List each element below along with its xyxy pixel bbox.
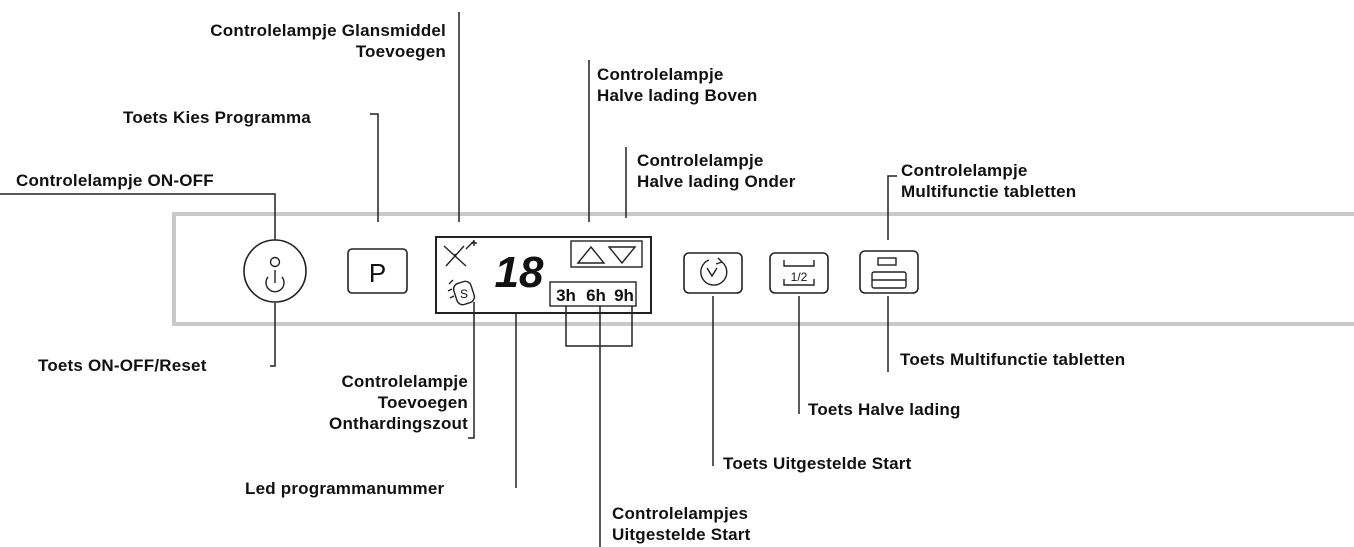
delay-hours-indicator: 3h 6h 9h [549, 281, 637, 307]
label-salt-lamp: Controlelampje Toevoegen Onthardingszout [268, 371, 468, 434]
label-salt-line3: Onthardingszout [329, 414, 468, 433]
program-button[interactable]: P [347, 248, 408, 294]
label-salt-line1: Controlelampje [341, 372, 468, 391]
label-delay-lamps-line1: Controlelampjes [612, 504, 749, 523]
label-half-bottom-line2: Halve lading Onder [637, 172, 796, 191]
label-rinse-aid-line1: Controlelampje Glansmiddel [210, 21, 446, 40]
label-multi-tablet-lamp: Controlelampje Multifunctie tabletten [901, 160, 1076, 202]
label-rinse-aid-line2: Toevoegen [355, 42, 446, 61]
label-multi-tablet-key: Toets Multifunctie tabletten [900, 350, 1126, 369]
control-panel-outline [172, 212, 1354, 326]
delay-start-button[interactable] [683, 252, 743, 294]
clock-delay-icon [700, 257, 728, 286]
power-icon [265, 256, 285, 293]
salt-icon: S [447, 279, 476, 306]
half-load-arrows-icon [570, 240, 643, 268]
label-half-load-top-lamp: Controlelampje Halve lading Boven [597, 64, 757, 106]
onoff-button[interactable] [243, 239, 307, 303]
display-window: S 18 3h 6h 9h [435, 236, 652, 314]
label-half-bottom-line1: Controlelampje [637, 151, 764, 170]
delay-hour-3h: 3h [556, 286, 576, 305]
label-delay-start-key: Toets Uitgestelde Start [723, 454, 912, 473]
multi-tablet-button[interactable] [859, 250, 919, 294]
leader-lines [0, 12, 897, 547]
label-half-load-key: Toets Halve lading [808, 400, 961, 419]
label-salt-line2: Toevoegen [377, 393, 468, 412]
program-button-letter: P [369, 258, 386, 288]
led-digits: 18 [495, 248, 544, 297]
sparkle-icon [443, 240, 477, 267]
half-load-fraction: 1/2 [791, 270, 808, 284]
label-delay-lamps-line2: Uitgestelde Start [612, 525, 751, 544]
label-half-top-line2: Halve lading Boven [597, 86, 758, 105]
label-program-key: Toets Kies Programma [123, 108, 311, 127]
half-load-button[interactable]: 1/2 [769, 252, 829, 294]
label-delay-start-lamps: Controlelampjes Uitgestelde Start [612, 503, 751, 545]
half-load-icon: 1/2 [783, 260, 815, 286]
label-onoff-reset-key: Toets ON-OFF/Reset [38, 356, 207, 375]
delay-hour-9h: 9h [614, 286, 634, 305]
label-multi-lamp-line1: Controlelampje [901, 161, 1028, 180]
label-multi-lamp-line2: Multifunctie tabletten [901, 182, 1077, 201]
tablet-icon [871, 257, 907, 289]
salt-letter: S [460, 287, 468, 301]
label-onoff-lamp: Controlelampje ON-OFF [16, 171, 214, 190]
delay-hour-6h: 6h [586, 286, 606, 305]
label-half-top-line1: Controlelampje [597, 65, 724, 84]
label-led-program-number: Led programmanummer [245, 479, 445, 498]
label-half-load-bottom-lamp: Controlelampje Halve lading Onder [637, 150, 796, 192]
label-rinse-aid-lamp: Controlelampje Glansmiddel Toevoegen [110, 20, 446, 62]
program-number-led: 18 [495, 248, 544, 297]
